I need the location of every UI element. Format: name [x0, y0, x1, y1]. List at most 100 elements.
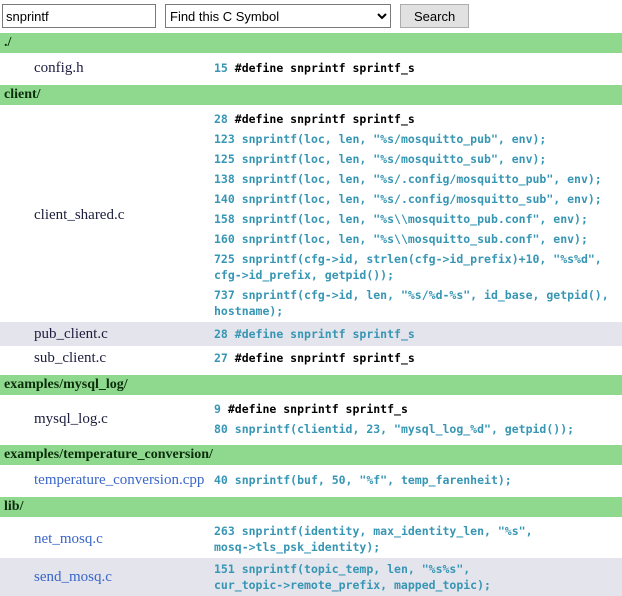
file-link[interactable]: temperature_conversion.cpp — [34, 472, 205, 488]
file-row: mysql_log.c 9 #define snprintf sprintf_s 8… — [0, 398, 622, 440]
code-line: 15 #define snprintf sprintf_s — [214, 60, 622, 76]
line-number: 158 — [214, 212, 242, 226]
search-bar: Find this C Symbol Search — [2, 4, 622, 28]
code-result-line[interactable]: 158 snprintf(loc, len, "%s\\mosquitto_pu… — [214, 211, 622, 227]
code-text: snprintf(identity, max_identity_len, "%s… — [241, 524, 533, 538]
code-result-line[interactable]: 263 snprintf(identity, max_identity_len,… — [214, 523, 622, 555]
code-results: 40 snprintf(buf, 50, "%f", temp_farenhei… — [214, 472, 622, 488]
code-result-line[interactable]: 28 #define snprintf sprintf_s — [214, 326, 622, 342]
code-line: 40 snprintf(buf, 50, "%f", temp_farenhei… — [214, 472, 622, 488]
file-link[interactable]: pub_client.c — [34, 326, 108, 342]
file-name-cell: net_mosq.c — [0, 530, 214, 548]
code-text: snprintf(loc, len, "%s/.config/mosquitto… — [241, 172, 602, 186]
file-link[interactable]: client_shared.c — [34, 207, 125, 223]
code-text: snprintf(loc, len, "%s\\mosquitto_pub.co… — [241, 212, 588, 226]
file-link[interactable]: sub_client.c — [34, 350, 107, 366]
code-result-line[interactable]: 737 snprintf(cfg->id, len, "%s/%d-%s", i… — [214, 287, 622, 319]
code-result-line[interactable]: 9 #define snprintf sprintf_s — [214, 401, 622, 417]
code-result-line[interactable]: 151 snprintf(topic_temp, len, "%s%s",cur… — [214, 561, 622, 593]
file-row: config.h 15 #define snprintf sprintf_s — [0, 56, 622, 80]
line-number: 80 — [214, 422, 235, 436]
code-result-line[interactable]: 725 snprintf(cfg->id, strlen(cfg->id_pre… — [214, 251, 622, 283]
section-header: lib/ — [0, 497, 622, 517]
code-result-line[interactable]: 28 #define snprintf sprintf_s — [214, 111, 622, 127]
code-continuation: hostname); — [214, 304, 284, 318]
code-text: snprintf(loc, len, "%s\\mosquitto_sub.co… — [241, 232, 588, 246]
line-number: 28 — [214, 112, 235, 126]
line-number: 160 — [214, 232, 242, 246]
code-text: #define snprintf sprintf_s — [234, 351, 415, 365]
line-number: 138 — [214, 172, 242, 186]
code-text: snprintf(buf, 50, "%f", temp_farenheit); — [234, 473, 512, 487]
code-line: 140 snprintf(loc, len, "%s/.config/mosqu… — [214, 191, 622, 207]
line-number: 263 — [214, 524, 242, 538]
code-results: 28 #define snprintf sprintf_s 123 snprint… — [214, 111, 622, 319]
file-name-cell: config.h — [0, 59, 214, 77]
code-result-line[interactable]: 27 #define snprintf sprintf_s — [214, 350, 622, 366]
line-number: 15 — [214, 61, 235, 75]
file-name-cell: client_shared.c — [0, 206, 214, 224]
code-results: 263 snprintf(identity, max_identity_len,… — [214, 523, 622, 555]
code-line: 160 snprintf(loc, len, "%s\\mosquitto_su… — [214, 231, 622, 247]
code-line: 9 #define snprintf sprintf_s — [214, 401, 622, 417]
file-link[interactable]: net_mosq.c — [34, 531, 103, 547]
code-result-line[interactable]: 15 #define snprintf sprintf_s — [214, 60, 622, 76]
line-number: 140 — [214, 192, 242, 206]
code-result-line[interactable]: 80 snprintf(clientid, 23, "mysql_log_%d"… — [214, 421, 622, 437]
file-name-cell: mysql_log.c — [0, 410, 214, 428]
line-number: 151 — [214, 562, 242, 576]
code-result-line[interactable]: 140 snprintf(loc, len, "%s/.config/mosqu… — [214, 191, 622, 207]
code-text: snprintf(topic_temp, len, "%s%s", — [241, 562, 471, 576]
code-text: #define snprintf sprintf_s — [234, 61, 415, 75]
code-line: 80 snprintf(clientid, 23, "mysql_log_%d"… — [214, 421, 622, 437]
line-number: 40 — [214, 473, 235, 487]
section-header: ./ — [0, 33, 622, 53]
code-result-line[interactable]: 123 snprintf(loc, len, "%s/mosquitto_pub… — [214, 131, 622, 147]
code-continuation: mosq->tls_psk_identity); — [214, 540, 381, 554]
file-name-cell: send_mosq.c — [0, 568, 214, 586]
file-row: sub_client.c 27 #define snprintf sprintf_… — [0, 346, 622, 370]
section-header: examples/temperature_conversion/ — [0, 445, 622, 465]
line-number: 125 — [214, 152, 242, 166]
file-row: temperature_conversion.cpp 40 snprintf(bu… — [0, 468, 622, 492]
code-line: 263 snprintf(identity, max_identity_len,… — [214, 523, 622, 539]
code-result-line[interactable]: 160 snprintf(loc, len, "%s\\mosquitto_su… — [214, 231, 622, 247]
code-result-line[interactable]: 125 snprintf(loc, len, "%s/mosquitto_sub… — [214, 151, 622, 167]
line-number: 737 — [214, 288, 242, 302]
code-text: snprintf(loc, len, "%s/.config/mosquitto… — [241, 192, 602, 206]
code-line: 151 snprintf(topic_temp, len, "%s%s", — [214, 561, 622, 577]
code-line: 138 snprintf(loc, len, "%s/.config/mosqu… — [214, 171, 622, 187]
code-continuation: cur_topic->remote_prefix, mapped_topic); — [214, 578, 491, 592]
code-results: 28 #define snprintf sprintf_s — [214, 326, 622, 342]
line-number: 123 — [214, 132, 242, 146]
file-row: pub_client.c 28 #define snprintf sprintf_… — [0, 322, 622, 346]
line-number: 27 — [214, 351, 235, 365]
code-result-line[interactable]: 40 snprintf(buf, 50, "%f", temp_farenhei… — [214, 472, 622, 488]
code-results: 151 snprintf(topic_temp, len, "%s%s",cur… — [214, 561, 622, 593]
file-link[interactable]: config.h — [34, 60, 84, 76]
code-text: #define snprintf sprintf_s — [227, 402, 408, 416]
symbol-search-input[interactable] — [2, 4, 156, 28]
section-header: examples/mysql_log/ — [0, 375, 622, 395]
file-row: client_shared.c 28 #define snprintf sprin… — [0, 108, 622, 322]
file-link[interactable]: send_mosq.c — [34, 569, 112, 585]
code-result-line[interactable]: 138 snprintf(loc, len, "%s/.config/mosqu… — [214, 171, 622, 187]
code-line: 737 snprintf(cfg->id, len, "%s/%d-%s", i… — [214, 287, 622, 303]
line-number: 725 — [214, 252, 242, 266]
file-name-cell: pub_client.c — [0, 325, 214, 343]
file-row: send_mosq.c 151 snprintf(topic_temp, len,… — [0, 558, 622, 596]
code-line: 725 snprintf(cfg->id, strlen(cfg->id_pre… — [214, 251, 622, 267]
file-name-cell: sub_client.c — [0, 349, 214, 367]
file-name-cell: temperature_conversion.cpp — [0, 471, 214, 489]
search-type-select[interactable]: Find this C Symbol — [165, 4, 391, 28]
search-button[interactable]: Search — [400, 4, 470, 28]
file-link[interactable]: mysql_log.c — [34, 411, 108, 427]
code-line: 28 #define snprintf sprintf_s — [214, 111, 622, 127]
code-line: 123 snprintf(loc, len, "%s/mosquitto_pub… — [214, 131, 622, 147]
code-text: snprintf(cfg->id, len, "%s/%d-%s", id_ba… — [241, 288, 609, 302]
section-header: client/ — [0, 85, 622, 105]
code-line: 125 snprintf(loc, len, "%s/mosquitto_sub… — [214, 151, 622, 167]
line-number: 28 — [214, 327, 235, 341]
code-results: 15 #define snprintf sprintf_s — [214, 60, 622, 76]
